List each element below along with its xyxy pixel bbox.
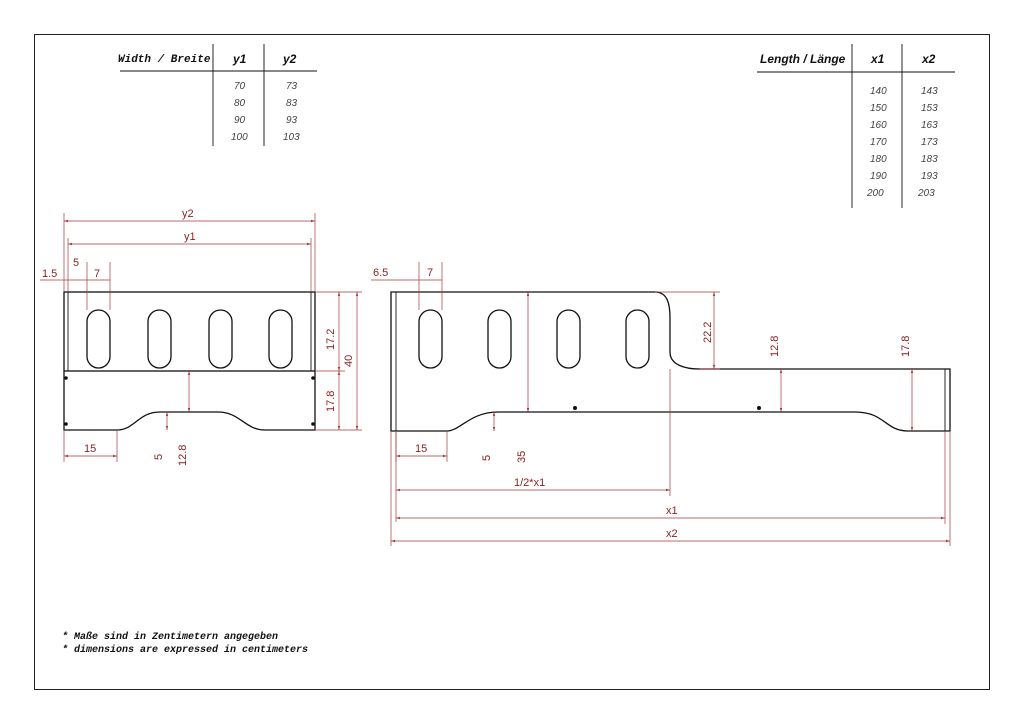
dim-17-2-left: 17.2 (325, 329, 337, 350)
width-table: Width / Breite y1 y2 70 73 80 83 90 93 1… (118, 44, 317, 146)
length-row-1-x2: 143 (921, 86, 938, 97)
dim-17-8-right: 17.8 (900, 336, 912, 357)
dim-15-right: 15 (415, 443, 427, 455)
width-row-3-y2: 93 (286, 115, 298, 126)
dim-5-bottom-right: 5 (481, 455, 493, 461)
width-row-3-y1: 90 (234, 115, 246, 126)
width-row-2-y1: 80 (234, 98, 246, 109)
length-row-7-x1: 200 (866, 188, 884, 199)
length-row-4-x2: 173 (921, 137, 938, 148)
width-row-4-y2: 103 (283, 132, 300, 143)
dim-1-5: 1.5 (42, 268, 57, 280)
dim-35: 35 (516, 451, 528, 463)
dim-17-8-left: 17.8 (325, 391, 337, 412)
length-row-5-x1: 180 (870, 154, 887, 165)
length-row-2-x2: 153 (921, 103, 938, 114)
note-english: * dimensions are expressed in centimeter… (62, 644, 308, 656)
length-row-4-x1: 170 (870, 137, 887, 148)
width-table-col-y2: y2 (282, 52, 297, 66)
length-table: Length / Länge x1 x2 140 143 150 153 160… (757, 44, 955, 208)
dim-40: 40 (343, 355, 355, 367)
length-table-header: Length / Länge (760, 52, 846, 66)
length-row-1-x1: 140 (870, 86, 887, 97)
dim-15-left: 15 (84, 443, 96, 455)
length-row-3-x2: 163 (921, 120, 938, 131)
length-row-3-x1: 160 (870, 120, 887, 131)
dim-6-5: 6.5 (373, 267, 388, 279)
dim-22-2: 22.2 (702, 322, 714, 343)
width-row-1-y2: 73 (286, 81, 298, 92)
length-row-2-x1: 150 (870, 103, 887, 114)
dim-y1-left: y1 (184, 231, 196, 243)
dim-half-x1: 1/2*x1 (514, 477, 545, 489)
width-table-header: Width / Breite (118, 54, 211, 66)
right-part-dimensions: 6.5 7 22.2 12.8 17.8 35 15 5 1/2*x1 x1 (371, 262, 951, 546)
length-row-6-x1: 190 (870, 171, 887, 182)
drawing-frame (34, 34, 990, 690)
width-row-1-y1: 70 (234, 81, 246, 92)
length-table-col-x1: x1 (870, 52, 885, 66)
dim-12-8-left: 12.8 (177, 445, 189, 466)
width-row-2-y2: 83 (286, 98, 298, 109)
dim-5-top-left: 5 (73, 257, 79, 269)
length-row-6-x2: 193 (921, 171, 938, 182)
dim-y2-left: y2 (182, 208, 194, 220)
note-german: * Maße sind in Zentimetern angegeben (62, 631, 278, 643)
length-row-5-x2: 183 (921, 154, 938, 165)
dim-7-top-left: 7 (94, 268, 100, 280)
right-part-outline (390, 291, 951, 432)
dim-x2: x2 (666, 528, 678, 540)
length-table-col-x2: x2 (921, 52, 936, 66)
width-row-4-y1: 100 (231, 132, 248, 143)
dim-x1: x1 (666, 505, 678, 517)
dim-5-bottom-left: 5 (153, 454, 165, 460)
left-part-dimensions: y2 y1 1.5 5 7 17.2 40 17.8 15 5 12.8 (40, 208, 362, 466)
dim-7-top-right: 7 (427, 267, 433, 279)
length-row-7-x2: 203 (917, 188, 935, 199)
left-part-outline (63, 291, 316, 431)
width-table-col-y1: y1 (232, 52, 247, 66)
dim-12-8-right: 12.8 (769, 336, 781, 357)
